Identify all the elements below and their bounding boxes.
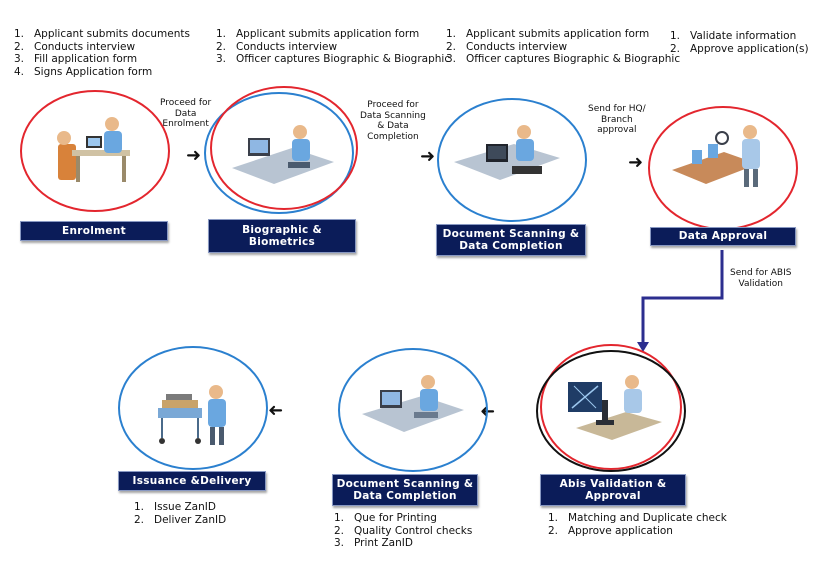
- list-item: 2.Approve application(s): [670, 42, 809, 55]
- stage-issuance-delivery: Issuance &Delivery: [118, 471, 266, 491]
- stage-biographic-biometrics: Biographic & Biometrics: [208, 219, 356, 253]
- list-item: 2.Quality Control checks: [334, 524, 473, 537]
- stage-abis-validation: Abis Validation & Approval: [540, 474, 686, 506]
- enrolment-circle: [20, 90, 170, 212]
- list-item: 3.Print ZanID: [334, 537, 413, 549]
- list-item: 1.Applicant submits application form: [216, 28, 420, 40]
- issuance-circle: [118, 346, 268, 470]
- doc-scan-bottom-circle: [338, 348, 488, 472]
- biographic-steps-list: 1.Applicant submits application form 2.C…: [216, 28, 450, 66]
- doc-scan-steps-list: 1.Applicant submits application form 2.C…: [446, 28, 680, 66]
- list-item: 1.Issue ZanID: [134, 501, 216, 513]
- stage-enrolment: Enrolment: [20, 221, 168, 241]
- issuance-steps-list: 1.Issue ZanID 2.Deliver ZanID: [134, 501, 226, 526]
- stage-document-scanning-bottom: Document Scanning & Data Completion: [332, 474, 478, 506]
- stage-data-approval: Data Approval: [650, 227, 796, 246]
- approval-steps-list: 1.Validate information 2.Approve applica…: [670, 30, 809, 55]
- delivery-cart-icon: [158, 385, 226, 445]
- printing-steps-list: 1.Que for Printing 2.Quality Control che…: [334, 512, 472, 550]
- arrow-label-enrolment: Proceed for Data Enrolment: [160, 98, 212, 129]
- arrow-label-scanning: Proceed for Data Scanning & Data Complet…: [360, 100, 426, 142]
- list-item: 2.Deliver ZanID: [134, 513, 227, 526]
- arrow-right-icon: ➜: [186, 145, 202, 166]
- biographic-circle-red: [210, 86, 358, 210]
- office-worker-icon: [57, 117, 130, 182]
- list-item: 1.Applicant submits documents: [14, 28, 190, 40]
- list-item: 1.Applicant submits application form: [446, 28, 650, 40]
- document-scanner-icon: [454, 125, 560, 180]
- abis-circle-black: [536, 350, 686, 472]
- list-item: 4.Signs Application form: [14, 65, 153, 78]
- list-item: 1.Matching and Duplicate check: [548, 512, 727, 524]
- computer-desk-icon: [232, 125, 334, 184]
- arrow-label-hq-approval: Send for HQ/ Branch approval: [588, 104, 646, 135]
- arrow-right-icon: ➜: [628, 152, 644, 173]
- doc-scanner-bottom-icon: [362, 375, 464, 432]
- list-item: 3.Officer captures Biographic & Biograph…: [446, 53, 681, 65]
- list-item: 3.Fill application form: [14, 53, 138, 65]
- list-item: 2.Conducts interview: [446, 40, 568, 53]
- list-item: 1.Validate information: [670, 30, 797, 42]
- arrow-label-abis: Send for ABIS Validation: [730, 268, 792, 289]
- arrow-right-icon: ➜: [420, 146, 436, 167]
- conveyor-approval-icon: [672, 125, 760, 187]
- microscope-lab-icon: [568, 375, 662, 440]
- list-item: 3.Officer captures Biographic & Biograph…: [216, 53, 451, 65]
- enrolment-steps-list: 1.Applicant submits documents 2.Conducts…: [14, 28, 190, 78]
- list-item: 2.Conducts interview: [216, 40, 338, 53]
- stage-document-scanning-top: Document Scanning & Data Completion: [436, 224, 586, 256]
- list-item: 2.Conducts interview: [14, 40, 136, 53]
- doc-scan-circle: [437, 98, 587, 222]
- list-item: 1.Que for Printing: [334, 512, 437, 524]
- abis-steps-list: 1.Matching and Duplicate check 2.Approve…: [548, 512, 727, 537]
- list-item: 2.Approve application: [548, 524, 673, 537]
